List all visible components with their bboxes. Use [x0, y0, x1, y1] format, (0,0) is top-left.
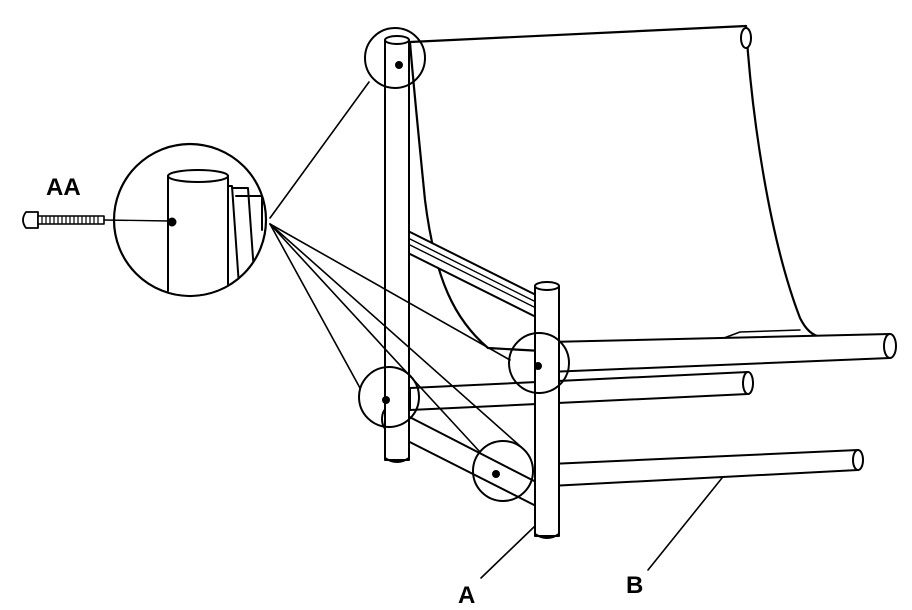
part-b-label: B	[626, 572, 644, 599]
rear-side-rail	[547, 333, 897, 373]
detail-circles	[358, 27, 570, 502]
middle-crossbar	[409, 371, 754, 411]
magnified-detail	[112, 142, 268, 298]
callout-lines	[269, 81, 521, 453]
part-aa-label: AA	[46, 174, 81, 201]
leader-lines	[480, 477, 723, 579]
fabric-sling	[408, 24, 824, 354]
back-post	[384, 35, 410, 463]
part-a-front-post	[534, 281, 560, 539]
part-a-label: A	[458, 582, 476, 609]
part-b-lower-rail	[549, 449, 864, 487]
part-aa-screw	[22, 211, 171, 229]
